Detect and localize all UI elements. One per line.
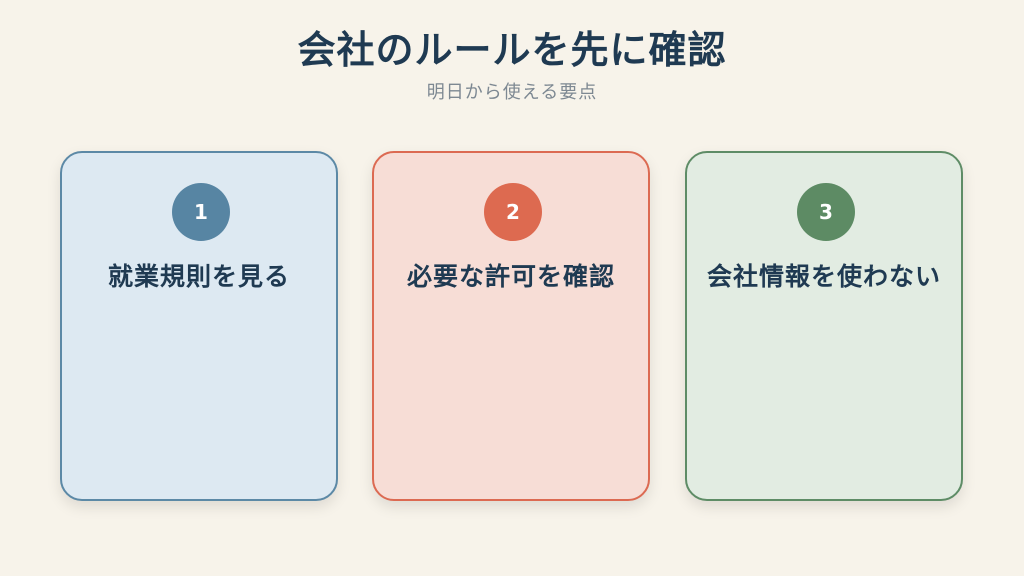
step-number-badge: 1 (172, 183, 230, 241)
step-number-badge: 3 (797, 183, 855, 241)
card-label: 就業規則を見る (107, 262, 290, 291)
card-2: 2 必要な許可を確認 (372, 151, 650, 501)
page-subtitle: 明日から使える要点 (426, 82, 598, 103)
card-1: 1 就業規則を見る (60, 151, 338, 501)
page-title: 会社のルールを先に確認 (297, 28, 727, 72)
card-label: 必要な許可を確認 (406, 262, 615, 291)
card-3: 3 会社情報を使わない (685, 151, 963, 501)
step-number-badge: 2 (484, 183, 542, 241)
card-label: 会社情報を使わない (706, 262, 941, 291)
